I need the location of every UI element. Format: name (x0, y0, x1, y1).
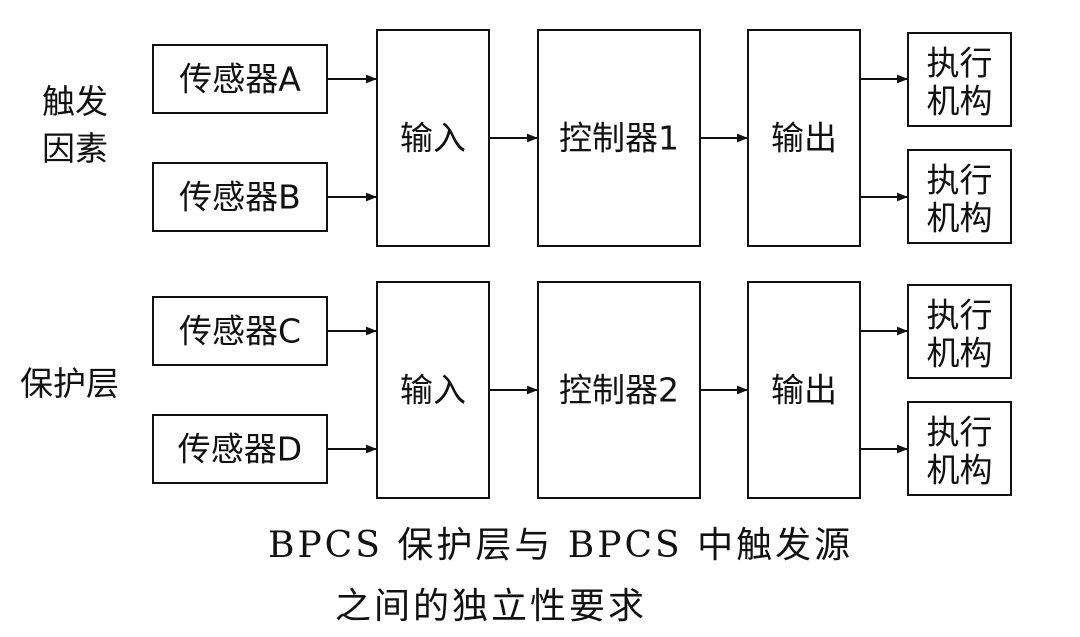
sensor-b-block: 传感器B (152, 162, 328, 232)
controller-1-box (537, 29, 701, 247)
sensor-b-label: 传感器B (179, 178, 301, 217)
sensor-c-block: 传感器C (152, 296, 328, 366)
actuator-1-label-line1: 执行 (927, 44, 993, 83)
trigger-factors-label-line2: 因素 (42, 129, 108, 168)
sensor-c-box (152, 296, 328, 366)
sensor-a-box (152, 44, 328, 114)
input-1-label: 输入 (400, 119, 466, 158)
actuator-3-label-line1: 执行 (927, 296, 993, 335)
output-1-label: 输出 (771, 119, 837, 158)
sensor-d-label: 传感器D (178, 430, 302, 469)
actuator-1-label-line2: 机构 (927, 82, 993, 121)
actuator-3-block: 执行 机构 (907, 284, 1012, 379)
actuator-2-block: 执行 机构 (907, 149, 1012, 244)
output-1-block: 输出 (747, 29, 861, 247)
controller-1-block: 控制器1 (537, 29, 701, 247)
actuator-2-label-line2: 机构 (927, 199, 993, 238)
actuator-2-box (907, 149, 1012, 244)
output-2-label: 输出 (771, 371, 837, 410)
sensor-b-box (152, 162, 328, 232)
input-2-label: 输入 (400, 371, 466, 410)
actuator-1-block: 执行 机构 (907, 32, 1012, 127)
sensor-d-block: 传感器D (152, 414, 328, 484)
caption-line1: BPCS 保护层与 BPCS 中触发源 (268, 525, 853, 566)
actuator-3-label-line2: 机构 (927, 334, 993, 373)
output-2-box (747, 281, 861, 499)
actuator-4-box (907, 401, 1012, 496)
input-1-box (376, 29, 490, 247)
output-1-box (747, 29, 861, 247)
controller-2-block: 控制器2 (537, 281, 701, 499)
controller-2-box (537, 281, 701, 499)
controller-2-label: 控制器2 (559, 371, 679, 410)
actuator-4-label-line1: 执行 (927, 413, 993, 452)
output-2-block: 输出 (747, 281, 861, 499)
caption-line2: 之间的独立性要求 (335, 586, 647, 627)
sensor-c-label: 传感器C (179, 312, 301, 351)
actuator-1-box (907, 32, 1012, 127)
trigger-factors-label-line1: 触发 (42, 82, 108, 121)
protection-layer-label: 保护层 (20, 364, 119, 403)
actuator-3-box (907, 284, 1012, 379)
actuator-4-label-line2: 机构 (927, 451, 993, 490)
input-1-block: 输入 (376, 29, 490, 247)
sensor-d-box (152, 414, 328, 484)
input-2-block: 输入 (376, 281, 490, 499)
sensor-a-block: 传感器A (152, 44, 328, 114)
controller-1-label: 控制器1 (559, 119, 679, 158)
actuator-4-block: 执行 机构 (907, 401, 1012, 496)
actuator-2-label-line1: 执行 (927, 161, 993, 200)
sensor-a-label: 传感器A (179, 60, 301, 99)
